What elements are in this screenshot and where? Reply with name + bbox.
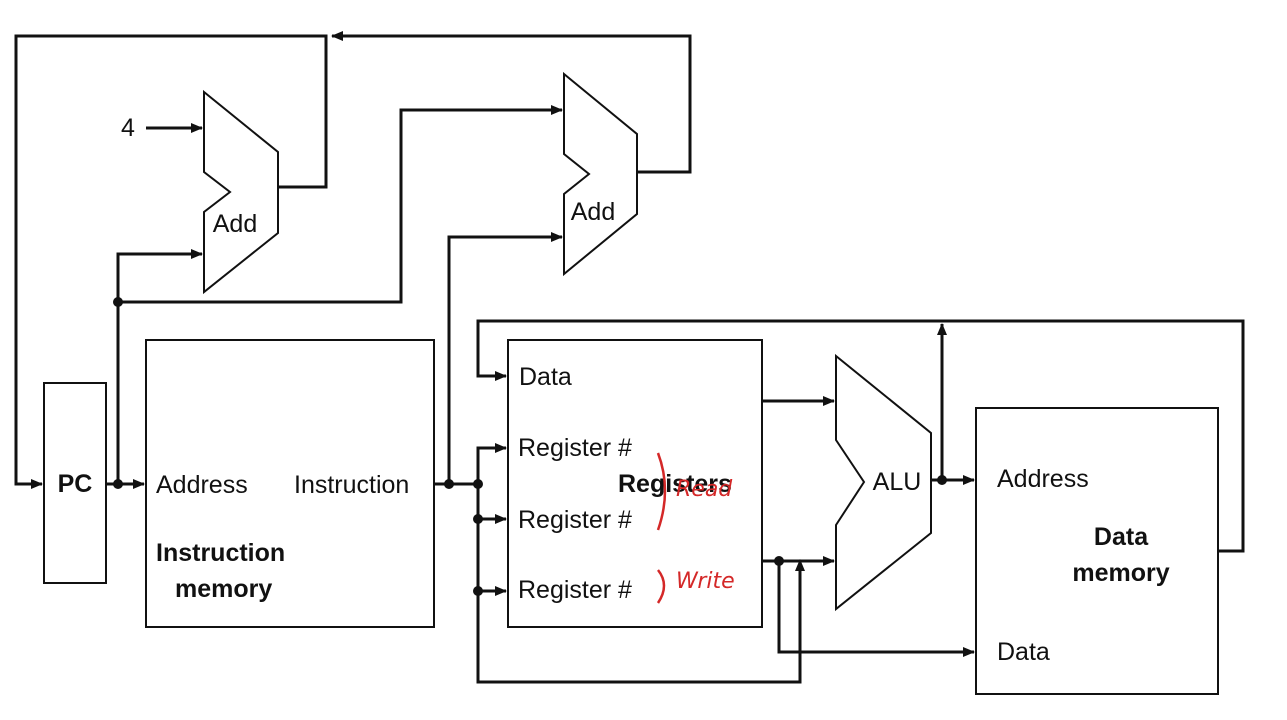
- wires: [14, 31, 1245, 684]
- read-bracket: [656, 452, 667, 531]
- reg-read-register2-label: Register #: [518, 506, 632, 534]
- registers-block: Data Register # Register # Register # Re…: [507, 339, 763, 628]
- branch-adder: Add: [563, 71, 638, 277]
- junction-dot: [444, 479, 454, 489]
- alu: ALU: [835, 353, 932, 612]
- wire-immediate-to-alu: [476, 484, 805, 684]
- wire-reg-data2-to-dmem: [777, 561, 975, 657]
- wire-to-read-register1: [476, 443, 507, 484]
- instruction-memory-block: Address Instruction Instruction memory: [145, 339, 435, 628]
- pc-block: PC: [43, 382, 107, 584]
- reg-read-register1-label: Register #: [518, 434, 632, 462]
- imem-instruction-label: Instruction: [294, 471, 409, 499]
- registers-title: Registers: [618, 470, 732, 498]
- wire-writeback-to-register-data: [476, 319, 1245, 553]
- junction-dot: [113, 479, 123, 489]
- imem-title-line2: memory: [175, 575, 272, 603]
- wire-pc-to-adder: [116, 249, 203, 484]
- junction-dot: [473, 514, 483, 524]
- dmem-address-label: Address: [997, 465, 1089, 493]
- wire-pc-to-branch-adder: [118, 105, 563, 304]
- imem-title-line1: Instruction: [156, 539, 285, 567]
- junction-dots: [113, 297, 947, 596]
- junction-dot: [473, 586, 483, 596]
- junction-dot: [774, 556, 784, 566]
- annotation-write: Write: [676, 569, 735, 594]
- write-bracket: [656, 569, 666, 604]
- handwritten-annotations: Read Write: [656, 452, 735, 604]
- annotation-read: Read: [676, 477, 733, 502]
- wire-branch-target-to-pc: [331, 31, 692, 174]
- pc-label: PC: [58, 470, 93, 498]
- constant-four-label: 4: [121, 114, 135, 142]
- junction-dot: [473, 479, 483, 489]
- data-memory-block: Address Data Data memory: [975, 407, 1219, 695]
- dmem-title-line2: memory: [1072, 559, 1169, 587]
- junction-dot: [113, 297, 123, 307]
- wire-instruction-to-branch-adder: [447, 232, 563, 484]
- pc-adder-label: Add: [213, 210, 257, 238]
- junction-dot: [937, 475, 947, 485]
- wire-pc-plus-4-to-pc: [14, 34, 328, 489]
- alu-label: ALU: [873, 468, 922, 496]
- reg-data-label: Data: [519, 363, 572, 391]
- dmem-title-line1: Data: [1094, 523, 1149, 551]
- reg-write-register-label: Register #: [518, 576, 632, 604]
- pc-adder: Add: [203, 89, 279, 295]
- dmem-data-label: Data: [997, 638, 1050, 666]
- imem-address-label: Address: [156, 471, 248, 499]
- branch-adder-label: Add: [571, 198, 615, 226]
